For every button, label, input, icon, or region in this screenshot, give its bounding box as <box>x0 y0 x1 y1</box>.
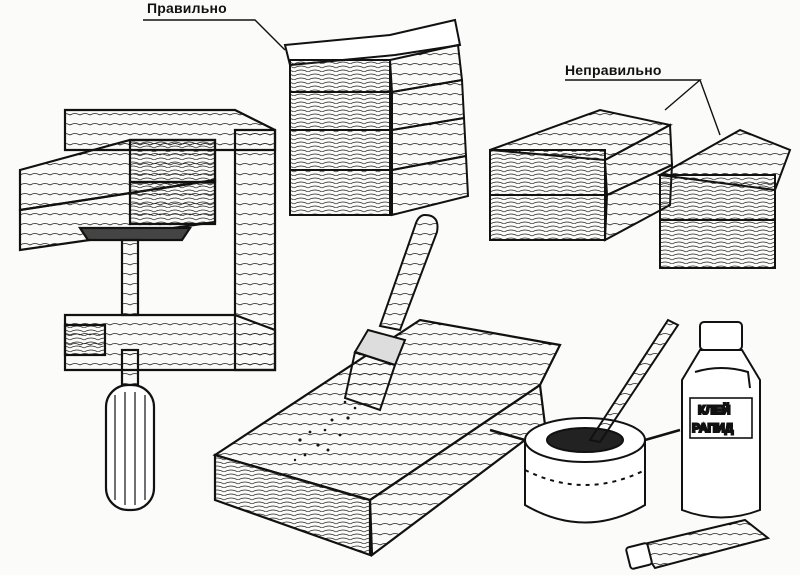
brush-handle <box>378 213 439 332</box>
bottle-label-line2: РАПИД <box>692 421 734 435</box>
stack-board-3 <box>289 116 468 172</box>
glue-stick <box>588 318 680 444</box>
glue-tube-icon <box>625 518 771 570</box>
incorrect-stack-right <box>656 128 792 269</box>
label-correct: Правильно <box>147 0 227 16</box>
correct-stack <box>283 18 470 217</box>
glue-spots <box>293 400 357 462</box>
bottle-label-line1: КЛЕЙ <box>698 402 730 417</box>
leader-lines <box>143 19 721 136</box>
stack-board-1 <box>283 18 464 94</box>
leader-incorrect-right <box>699 79 721 136</box>
stack-board-4 <box>289 154 470 217</box>
clamp-bottom-arm <box>63 313 277 372</box>
label-incorrect: Неправильно <box>565 62 662 78</box>
brush-bristles <box>343 350 397 412</box>
clamp-handle <box>104 383 156 512</box>
incorrect-stack-left <box>489 108 674 242</box>
bottle-label <box>689 397 753 439</box>
leader-incorrect-left <box>565 79 702 111</box>
brush-icon <box>343 213 439 412</box>
leader-correct <box>143 19 286 51</box>
glue-pot-icon <box>489 318 681 524</box>
clamp-icon <box>18 108 277 512</box>
clamp-screw <box>120 238 140 317</box>
glue-bottle-icon: КЛЕЙ РАПИД <box>681 321 761 519</box>
stack-board-2 <box>289 78 466 132</box>
